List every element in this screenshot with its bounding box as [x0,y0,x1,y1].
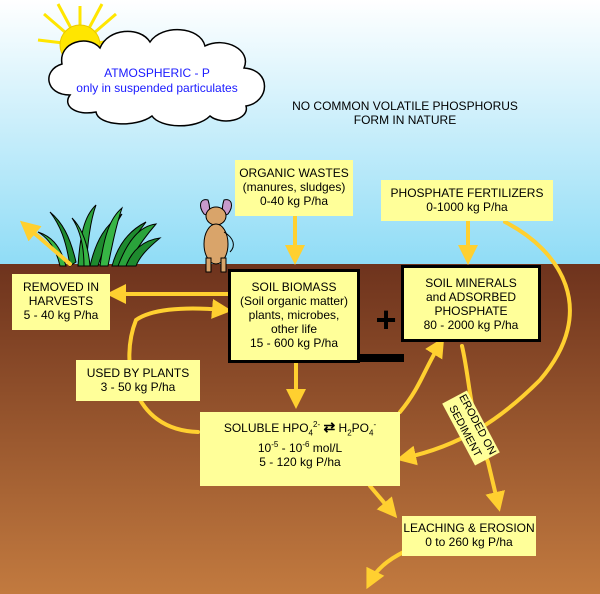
cow-icon [200,199,234,273]
equilibrium-arrows-icon: ⇄ [323,419,336,435]
harvests-title: REMOVED IN [22,280,99,294]
soluble-sup-2: - [373,420,377,429]
corn-plant-icon [37,204,162,267]
volatile-note: NO COMMON VOLATILE PHOSPHORUS FORM IN NA… [290,99,520,127]
soluble-form2-po: PO [351,421,370,435]
soluble-formula: SOLUBLE HPO42- ⇄ H2PO4- [200,419,400,438]
soluble-form2-h: H [338,421,348,435]
used-by-plants-amount: 3 - 50 kg P/ha [100,380,176,394]
organic-wastes-box: ORGANIC WASTES (manures, sludges) 0-40 k… [235,160,353,216]
atmospheric-p-label: ATMOSPHERIC - P only in suspended partic… [52,66,262,96]
organic-wastes-subtitle: (manures, sludges) [242,180,346,194]
minerals-subtitle: and ADSORBED [425,290,517,304]
phosphate-fertilizers-box: PHOSPHATE FERTILIZERS 0-1000 kg P/ha [381,180,553,221]
atmosphere-subtitle: only in suspended particulates [76,81,238,95]
fertilizers-amount: 0-1000 kg P/ha [426,200,508,214]
minerals-title: SOIL MINERALS [425,276,517,290]
biomass-detail-1: plants, microbes, [248,308,340,322]
volatile-note-line2: FORM IN NATURE [353,113,457,127]
soluble-sub-2a: 2 [347,428,352,438]
volatile-note-line1: NO COMMON VOLATILE PHOSPHORUS [292,99,518,113]
harvests-title-2: HARVESTS [28,294,94,308]
organic-wastes-title: ORGANIC WASTES [239,166,349,180]
soluble-amount: 5 - 120 kg P/ha [259,455,341,469]
conc-a: 10 [257,441,272,455]
biomass-amount: 15 - 600 kg P/ha [249,336,339,350]
conc-exp-b: -6 [302,440,310,449]
organic-wastes-amount: 0-40 kg P/ha [259,194,329,208]
used-by-plants-title: USED BY PLANTS [86,366,190,380]
plus-sign: + [375,299,397,340]
minerals-subtitle-2: PHOSPHATE [434,304,508,318]
soluble-sup-1: 2- [313,420,321,429]
biomass-subtitle: (Soil organic matter) [239,294,349,308]
fertilizers-title: PHOSPHATE FERTILIZERS [390,186,544,200]
soluble-prefix: SOLUBLE HPO [223,421,309,435]
connector-bar [360,354,404,362]
conc-exp-a: -5 [271,440,279,449]
biomass-title: SOIL BIOMASS [251,280,337,294]
used-by-plants-box: USED BY PLANTS 3 - 50 kg P/ha [76,360,200,401]
minerals-amount: 80 - 2000 kg P/ha [423,318,519,332]
leaching-amount: 0 to 260 kg P/ha [425,535,513,549]
soil-minerals-box: SOIL MINERALS and ADSORBED PHOSPHATE 80 … [401,265,541,342]
cloud-icon [48,28,266,127]
soluble-sub-1: 4 [308,428,313,438]
soluble-phosphate-box: SOLUBLE HPO42- ⇄ H2PO4- 10-5 - 10-6 mol/… [200,412,400,486]
removed-in-harvests-box: REMOVED IN HARVESTS 5 - 40 kg P/ha [12,274,110,330]
harvests-amount: 5 - 40 kg P/ha [23,308,99,322]
leaching-title: LEACHING & EROSION [403,521,535,535]
soluble-concentration: 10-5 - 10-6 mol/L [200,440,400,456]
biomass-detail-2: other life [270,322,318,336]
atmosphere-title: ATMOSPHERIC - P [104,66,210,80]
conc-unit: mol/L [309,441,343,455]
soluble-sub-2b: 4 [369,428,374,438]
conc-sep: - 10 [278,441,303,455]
soil-biomass-box: SOIL BIOMASS (Soil organic matter) plant… [228,269,360,363]
leaching-erosion-box: LEACHING & EROSION 0 to 260 kg P/ha [402,516,536,556]
